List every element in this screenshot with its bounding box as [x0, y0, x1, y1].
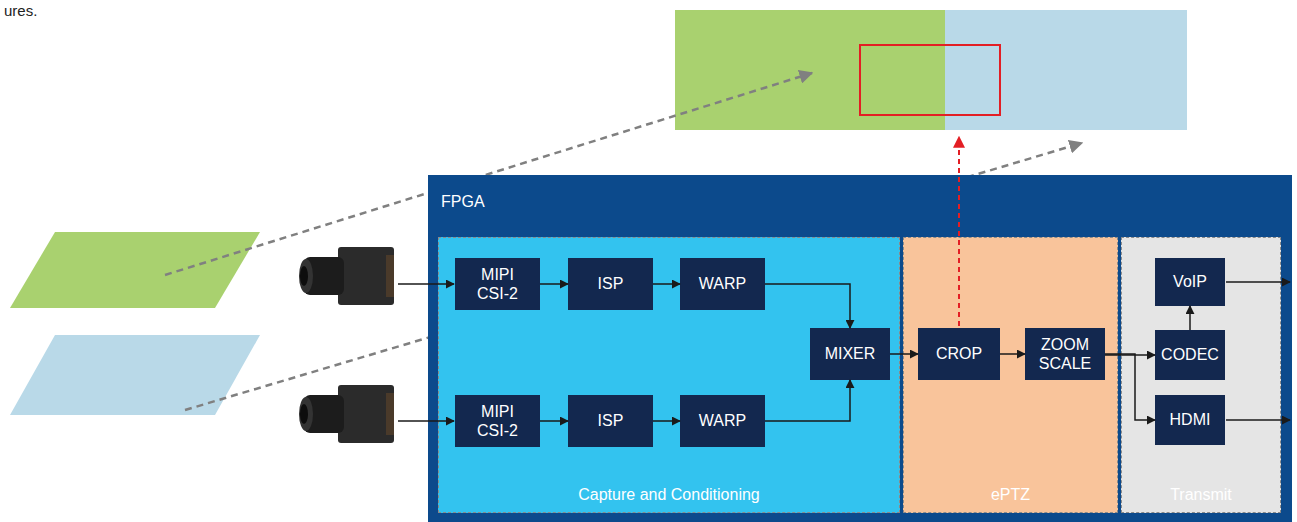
process-box: MIPI CSI-2 — [455, 395, 540, 447]
process-box: ZOOM SCALE — [1025, 328, 1105, 380]
box-label: ISP — [598, 411, 624, 430]
region-panel: MIPI CSI-2ISPWARPMIPI CSI-2ISPWARPMIXERC… — [438, 237, 900, 513]
view-right — [10, 335, 260, 415]
process-box: WARP — [680, 395, 765, 447]
process-box: ISP — [568, 395, 653, 447]
process-box: VoIP — [1155, 258, 1225, 306]
box-label: MIPI CSI-2 — [472, 402, 524, 440]
cropped-caption: ures. — [4, 2, 37, 19]
region-panel: CROP ZOOM SCALE ePTZ — [903, 237, 1118, 513]
box-label: CROP — [936, 344, 982, 363]
process-box: CROP — [918, 328, 1000, 380]
process-box: WARP — [680, 258, 765, 310]
frame-left — [675, 10, 945, 130]
box-label: MIXER — [825, 344, 876, 363]
view-left — [10, 232, 260, 308]
region-panel: VoIP CODEC HDMI Transmit — [1121, 237, 1281, 513]
box-label: WARP — [699, 411, 746, 430]
region-label: Capture and Conditioning — [578, 485, 759, 504]
fpga-panel: MIPI CSI-2ISPWARPMIPI CSI-2ISPWARPMIXERC… — [428, 175, 1292, 522]
crop-window — [860, 45, 1000, 115]
box-label: ISP — [598, 274, 624, 293]
frame-right — [945, 10, 1187, 130]
process-box: MIXER — [810, 328, 890, 380]
region-label: Transmit — [1170, 485, 1232, 504]
box-label: ZOOM SCALE — [1037, 335, 1093, 373]
panel-title: FPGA — [441, 192, 485, 211]
process-box: CODEC — [1155, 330, 1225, 380]
box-label: MIPI CSI-2 — [472, 265, 524, 303]
box-label: WARP — [699, 274, 746, 293]
region-label: ePTZ — [991, 485, 1030, 504]
box-label: VoIP — [1173, 272, 1207, 291]
process-box: HDMI — [1155, 395, 1225, 445]
process-box: MIPI CSI-2 — [455, 258, 540, 310]
box-label: CODEC — [1161, 345, 1219, 364]
camera-icon — [299, 247, 394, 305]
box-label: HDMI — [1170, 410, 1211, 429]
camera-icon — [299, 385, 394, 443]
process-box: ISP — [568, 258, 653, 310]
